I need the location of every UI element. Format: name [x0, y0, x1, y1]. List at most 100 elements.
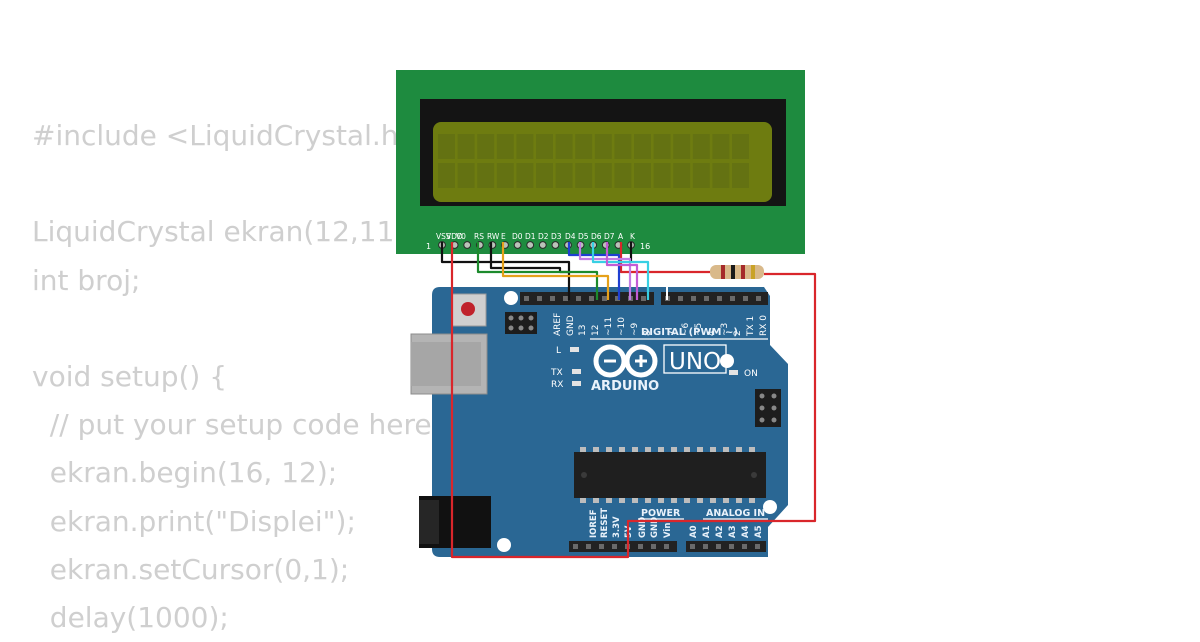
wire-d6[interactable]	[591, 242, 650, 300]
digital-header-left[interactable]	[520, 292, 654, 305]
header-pin-hole[interactable]	[730, 296, 735, 301]
wiring	[440, 242, 817, 559]
header-pin-hole[interactable]	[586, 544, 591, 549]
header-pin-hole[interactable]	[664, 544, 669, 549]
pin-label: 2	[733, 330, 743, 336]
header-pin-hole[interactable]	[651, 544, 656, 549]
wire-enable[interactable]	[501, 242, 610, 300]
wire-d7[interactable]	[605, 242, 639, 300]
header-pin-hole[interactable]	[638, 544, 643, 549]
code-line: ekran.begin(16, 12);	[32, 456, 338, 490]
lcd-pin-label: D7	[604, 232, 615, 241]
header-pin-hole[interactable]	[717, 296, 722, 301]
lcd-pin[interactable]	[513, 241, 522, 249]
lcd-pin-label: RW	[487, 232, 500, 241]
lcd-char-cell	[438, 134, 455, 159]
pin-label: ~5	[694, 323, 704, 336]
wire-d5[interactable]	[578, 242, 632, 300]
header-pin-hole[interactable]	[704, 296, 709, 301]
mounting-hole	[497, 538, 511, 552]
header-pin-hole[interactable]	[589, 296, 594, 301]
lcd-char-cell	[516, 163, 534, 188]
lcd-char-cell	[614, 163, 632, 188]
header-pin-hole[interactable]	[576, 296, 581, 301]
wire-ground-vss[interactable]	[440, 242, 571, 300]
lcd-pin[interactable]	[551, 241, 560, 249]
mounting-hole	[720, 354, 734, 368]
lcd-pin-label: RS	[474, 232, 484, 241]
lcd-pin[interactable]	[601, 241, 610, 249]
lcd-char-cell	[496, 134, 514, 159]
lcd-char-cell	[457, 134, 475, 159]
lcd-char-cell	[653, 134, 671, 159]
header-pin-hole[interactable]	[703, 544, 708, 549]
mounting-hole	[504, 291, 518, 305]
power-jack-face	[419, 500, 439, 544]
wire-power-anode[interactable]	[619, 242, 710, 274]
arduino-brand: ARDUINO	[591, 379, 659, 394]
wire-power-vdd[interactable]	[450, 242, 817, 559]
header-pin-hole[interactable]	[690, 544, 695, 549]
analog-header[interactable]	[686, 541, 766, 552]
header-pin-hole[interactable]	[755, 544, 760, 549]
digital-header-right[interactable]	[661, 292, 768, 305]
pin-label: IOREF	[589, 509, 599, 538]
lcd-char-cell	[732, 134, 749, 159]
lcd-pin[interactable]	[463, 241, 472, 249]
header-pin-hole[interactable]	[729, 544, 734, 549]
code-line: int broj;	[32, 263, 141, 297]
led-tx-label: TX	[550, 368, 563, 378]
pin-label: ~6	[681, 322, 691, 336]
led-rx-label: RX	[551, 380, 563, 390]
bottom-header-holes	[573, 544, 760, 549]
pin-label: ~11	[604, 317, 614, 336]
atmega-chip	[574, 447, 766, 503]
lcd-char-cell	[496, 163, 514, 188]
header-pin-hole[interactable]	[573, 544, 578, 549]
icsp-header-usb	[505, 312, 537, 334]
header-pin-hole[interactable]	[599, 544, 604, 549]
header-pin-hole[interactable]	[563, 296, 568, 301]
lcd-char-cell	[712, 163, 730, 188]
pin-label: 8	[643, 330, 653, 336]
header-pin-hole[interactable]	[716, 544, 721, 549]
header-pin-hole[interactable]	[615, 296, 620, 301]
lcd-pin-number-first: 1	[426, 242, 431, 251]
lcd-char-cell	[614, 134, 632, 159]
header-pin-hole[interactable]	[691, 296, 696, 301]
header-pin-hole[interactable]	[756, 296, 761, 301]
lcd-char-cell	[692, 134, 710, 159]
power-header[interactable]	[569, 541, 677, 552]
lcd-char-cell	[536, 134, 553, 159]
lcd-pin-number-last: 16	[640, 242, 650, 251]
lcd-pin[interactable]	[538, 241, 547, 249]
header-pin-hole[interactable]	[742, 544, 747, 549]
lcd-char-cell	[692, 163, 710, 188]
code-line: ekran.setCursor(0,1);	[32, 552, 350, 586]
lcd-char-cell	[653, 163, 671, 188]
lcd-char-cell	[477, 163, 495, 188]
analog-header-label: ANALOG IN	[706, 508, 765, 519]
wire-rs[interactable]	[476, 242, 599, 300]
resistor-body	[710, 265, 764, 279]
lcd-character-grid	[438, 134, 749, 188]
lcd-pin[interactable]	[526, 241, 535, 249]
arduino-logo-icon	[593, 344, 658, 378]
header-pin-hole[interactable]	[537, 296, 542, 301]
header-pin-hole[interactable]	[641, 296, 646, 301]
reset-button-cap[interactable]	[461, 302, 475, 316]
header-pin-hole[interactable]	[743, 296, 748, 301]
resistor-band	[731, 265, 735, 279]
resistor-band	[741, 265, 745, 279]
header-pin-hole[interactable]	[678, 296, 683, 301]
header-pin-hole[interactable]	[612, 544, 617, 549]
header-pin-hole[interactable]	[602, 296, 607, 301]
header-pin-hole[interactable]	[550, 296, 555, 301]
lcd-pin-label: VDD	[446, 232, 463, 241]
header-pin-hole[interactable]	[524, 296, 529, 301]
mounting-hole	[763, 500, 777, 514]
